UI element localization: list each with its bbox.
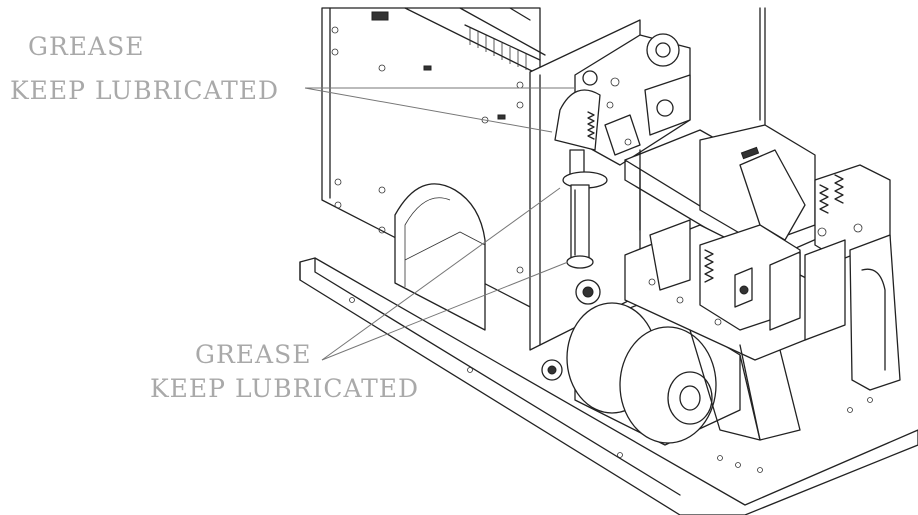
housing-panel bbox=[321, 7, 546, 331]
roller bbox=[541, 279, 601, 381]
callout-bottom-subtitle: KEEP LUBRICATED bbox=[150, 374, 420, 403]
motor bbox=[566, 299, 801, 446]
callout-bottom-title: GREASE bbox=[195, 340, 312, 369]
leader-lines bbox=[304, 87, 575, 361]
callout-top-title: GREASE bbox=[28, 32, 145, 61]
switch-block bbox=[699, 124, 901, 391]
base-plate bbox=[299, 257, 918, 515]
solenoid-carriage bbox=[624, 219, 846, 441]
cam-assembly bbox=[554, 33, 691, 166]
shaft bbox=[562, 149, 608, 269]
callout-top-subtitle: KEEP LUBRICATED bbox=[10, 76, 280, 105]
